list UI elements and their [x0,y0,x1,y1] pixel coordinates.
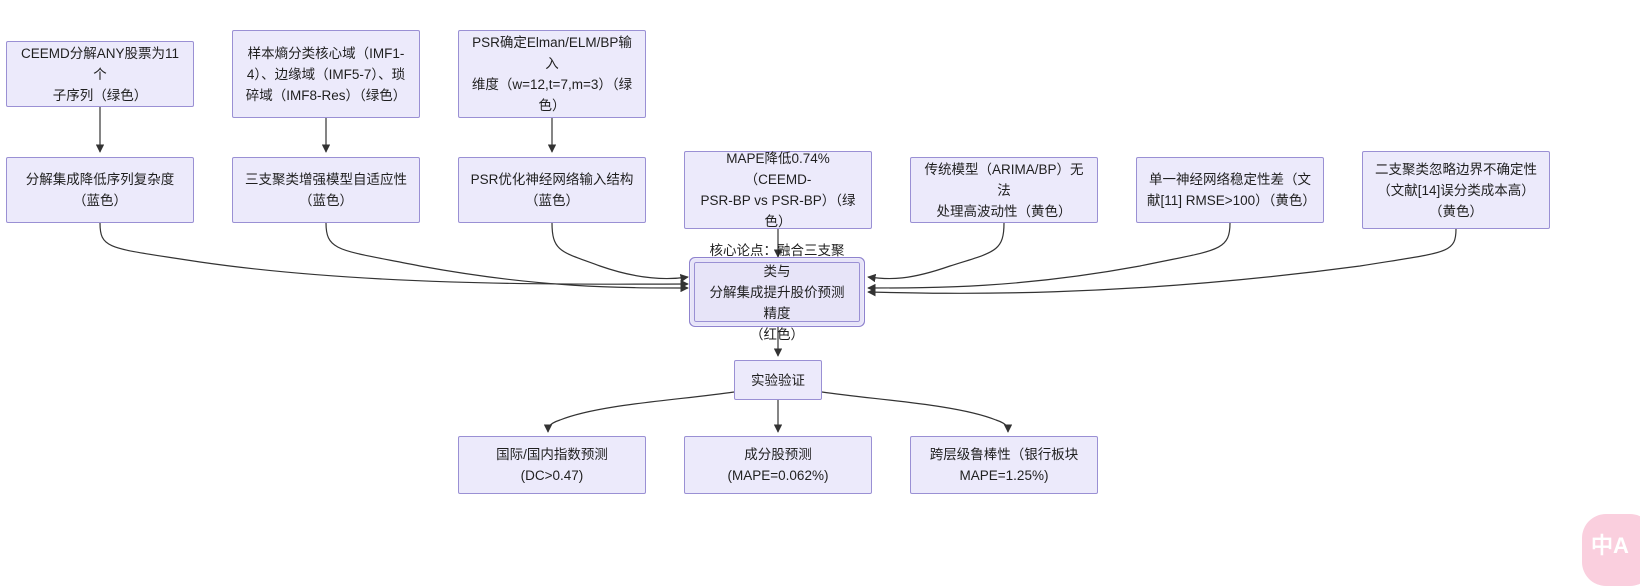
node-label: 国际/国内指数预测 (DC>0.47) [496,447,608,483]
node-label: 单一神经网络稳定性差（文 献[11] RMSE>100）（黄色） [1147,172,1316,208]
node-result-index-forecast[interactable]: 国际/国内指数预测 (DC>0.47) [458,436,646,494]
node-label: 样本熵分类核心域（IMF1- 4）、边缘域（IMF5-7）、琐 碎域（IMF8-… [245,45,407,103]
node-traditional-models-gap[interactable]: 传统模型（ARIMA/BP）无法 处理高波动性（黄色） [910,157,1098,223]
node-label: PSR优化神经网络输入结构 （蓝色） [470,172,634,208]
node-label: PSR确定Elman/ELM/BP输入 维度（w=12,t=7,m=3）（绿 色… [471,35,633,113]
node-experimental-verification[interactable]: 实验验证 [734,360,822,400]
node-psr-optimizes-network-input[interactable]: PSR优化神经网络输入结构 （蓝色） [458,157,646,223]
node-label: 跨层级鲁棒性（银行板块 MAPE=1.25%) [929,447,1079,483]
node-ceemd-decompose[interactable]: CEEMD分解ANY股票为11个 子序列（绿色） [6,41,194,107]
node-mape-reduction[interactable]: MAPE降低0.74%（CEEMD- PSR-BP vs PSR-BP）（绿 色… [684,151,872,229]
node-label: 核心论点：融合三支聚类与 分解集成提升股价预测精度 （红色） [709,242,845,342]
edge-n5-core [325,222,689,293]
edge-n10-core [867,228,1457,297]
edge-exp-r1 [543,391,735,433]
node-label: 二支聚类忽略边界不确定性 （文献[14]误分类成本高） （黄色） [1375,161,1537,219]
node-sample-entropy-classification[interactable]: 样本熵分类核心域（IMF1- 4）、边缘域（IMF5-7）、琐 碎域（IMF8-… [232,30,420,118]
node-label: 实验验证 [751,372,805,388]
watermark-text: 中A [1591,533,1629,558]
edge-n9-core [867,222,1231,293]
edge-n4-core [99,222,689,289]
watermark-logo: 中A [1582,514,1640,586]
node-decomposition-reduces-complexity[interactable]: 分解集成降低序列复杂度 （蓝色） [6,157,194,223]
node-result-cross-level-robustness[interactable]: 跨层级鲁棒性（银行板块 MAPE=1.25%) [910,436,1098,494]
node-psr-input-dimension[interactable]: PSR确定Elman/ELM/BP输入 维度（w=12,t=7,m=3）（绿 色… [458,30,646,118]
node-single-network-instability-gap[interactable]: 单一神经网络稳定性差（文 献[11] RMSE>100）（黄色） [1136,157,1324,223]
node-label: 成分股预测 (MAPE=0.062%) [727,447,829,483]
edge-exp-r3 [821,391,1013,433]
node-label: 分解集成降低序列复杂度 （蓝色） [25,172,175,208]
node-label: 三支聚类增强模型自适应性 （蓝色） [245,172,407,208]
node-label: CEEMD分解ANY股票为11个 子序列（绿色） [20,45,180,103]
node-three-way-clustering-adaptivity[interactable]: 三支聚类增强模型自适应性 （蓝色） [232,157,420,223]
diagram-canvas: CEEMD分解ANY股票为11个 子序列（绿色） 样本熵分类核心域（IMF1- … [6,30,1640,586]
node-two-way-clustering-gap[interactable]: 二支聚类忽略边界不确定性 （文献[14]误分类成本高） （黄色） [1362,151,1550,229]
node-core-claim[interactable]: 核心论点：融合三支聚类与 分解集成提升股价预测精度 （红色） [691,243,863,342]
edge-n6-core [551,222,689,283]
node-result-constituent-stock-forecast[interactable]: 成分股预测 (MAPE=0.062%) [684,436,872,494]
node-label: 传统模型（ARIMA/BP）无法 处理高波动性（黄色） [924,161,1084,219]
edge-n8-core [867,222,1005,283]
node-label: MAPE降低0.74%（CEEMD- PSR-BP vs PSR-BP）（绿 色… [700,151,856,229]
